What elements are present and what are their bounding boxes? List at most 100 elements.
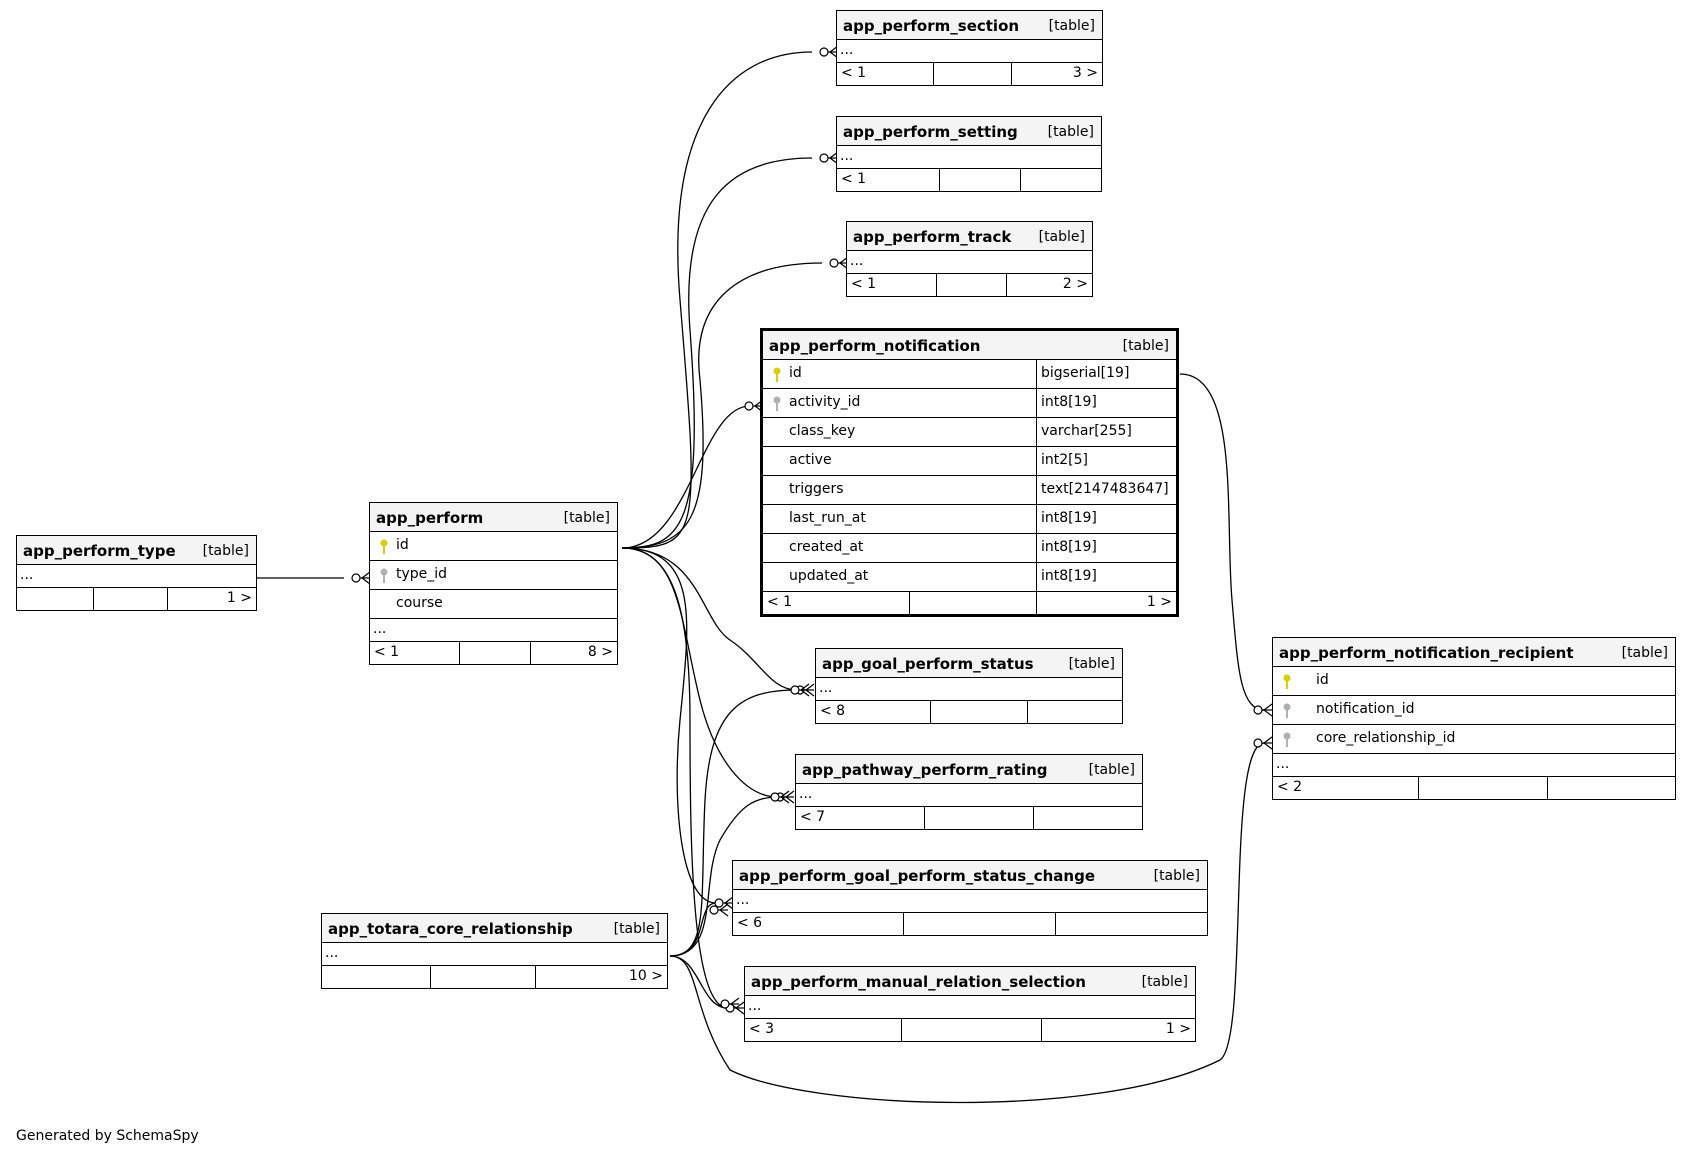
- parents-count[interactable]: < 1: [374, 644, 400, 660]
- table-footer: < 7: [796, 807, 1142, 829]
- table-app-perform-manual-relation-selection[interactable]: app_perform_manual_relation_selection [t…: [744, 966, 1196, 1042]
- table-header: app_perform_type [table]: [17, 536, 256, 565]
- columns-count: [1418, 777, 1547, 799]
- parents-count[interactable]: < 7: [800, 809, 826, 825]
- column-type: int2[5]: [1036, 447, 1176, 475]
- table-app-goal-perform-status[interactable]: app_goal_perform_status [table] ... < 8: [815, 648, 1123, 724]
- column-row-active[interactable]: active int2[5]: [763, 447, 1176, 476]
- columns-ellipsis: ...: [796, 784, 1142, 807]
- table-name: app_perform_notification_recipient: [1279, 644, 1574, 662]
- table-name: app_perform_goal_perform_status_change: [739, 867, 1096, 885]
- column-row-class-key[interactable]: class_key varchar[255]: [763, 418, 1176, 447]
- table-name: app_perform_setting: [843, 123, 1018, 141]
- column-row-updated-at[interactable]: updated_at int8[19]: [763, 563, 1176, 592]
- columns-count: [459, 642, 530, 664]
- table-footer: < 3 1 >: [745, 1019, 1195, 1041]
- children-count[interactable]: [1020, 169, 1101, 191]
- column-row-course[interactable]: course: [370, 590, 617, 619]
- children-count[interactable]: 3 >: [1011, 63, 1102, 85]
- column-name: last_run_at: [789, 510, 866, 526]
- children-count[interactable]: 1 >: [1041, 1019, 1195, 1041]
- parents-count[interactable]: < 6: [737, 915, 763, 931]
- table-name: app_perform: [376, 509, 484, 527]
- column-row-notification-id[interactable]: notification_id: [1273, 696, 1675, 725]
- column-row-last-run-at[interactable]: last_run_at int8[19]: [763, 505, 1176, 534]
- children-count[interactable]: 2 >: [1006, 274, 1092, 296]
- table-header: app_perform_manual_relation_selection [t…: [745, 967, 1195, 996]
- column-row-triggers[interactable]: triggers text[2147483647]: [763, 476, 1176, 505]
- columns-count: [93, 588, 167, 610]
- column-row-type-id[interactable]: type_id: [370, 561, 617, 590]
- table-kind: [table]: [1141, 974, 1188, 990]
- column-name: updated_at: [789, 568, 869, 584]
- table-footer: < 6: [733, 913, 1207, 935]
- column-row-id[interactable]: id bigserial[19]: [763, 360, 1176, 389]
- columns-count: [924, 807, 1033, 829]
- table-app-perform-section[interactable]: app_perform_section [table] ... < 1 3 >: [836, 10, 1103, 86]
- column-row-core-relationship-id[interactable]: core_relationship_id: [1273, 725, 1675, 754]
- column-name: type_id: [396, 566, 448, 582]
- column-row-activity-id[interactable]: activity_id int8[19]: [763, 389, 1176, 418]
- table-app-perform-notification[interactable]: app_perform_notification [table] id bigs…: [760, 328, 1179, 617]
- parents-count[interactable]: < 8: [820, 703, 846, 719]
- table-app-pathway-perform-rating[interactable]: app_pathway_perform_rating [table] ... <…: [795, 754, 1143, 830]
- children-count[interactable]: [1547, 777, 1675, 799]
- parents-count[interactable]: < 3: [749, 1021, 775, 1037]
- parents-count[interactable]: [17, 588, 93, 610]
- parents-count[interactable]: < 1: [851, 276, 877, 292]
- column-type: bigserial[19]: [1036, 360, 1176, 388]
- children-count[interactable]: 1 >: [1036, 592, 1176, 614]
- children-count[interactable]: 8 >: [530, 642, 617, 664]
- column-type: text[2147483647]: [1036, 476, 1176, 504]
- generated-by-footer: Generated by SchemaSpy: [16, 1128, 199, 1144]
- edge-perform-to-notification: [621, 405, 751, 549]
- table-kind: [table]: [1047, 124, 1094, 140]
- column-row-id[interactable]: id: [370, 532, 617, 561]
- table-header: app_perform [table]: [370, 503, 617, 532]
- columns-ellipsis: ...: [837, 146, 1101, 169]
- columns-ellipsis: ...: [816, 678, 1122, 701]
- column-row-created-at[interactable]: created_at int8[19]: [763, 534, 1176, 563]
- table-kind: [table]: [202, 543, 249, 559]
- foreign-key-icon: [1283, 703, 1291, 718]
- table-header: app_goal_perform_status [table]: [816, 649, 1122, 678]
- table-app-perform-type[interactable]: app_perform_type [table] ... 1 >: [16, 535, 257, 611]
- columns-ellipsis: ...: [745, 996, 1195, 1019]
- primary-key-icon: [1283, 674, 1291, 689]
- table-app-totara-core-relationship[interactable]: app_totara_core_relationship [table] ...…: [321, 913, 668, 989]
- table-app-perform-goal-perform-status-change[interactable]: app_perform_goal_perform_status_change […: [732, 860, 1208, 936]
- table-header: app_perform_notification_recipient [tabl…: [1273, 638, 1675, 667]
- table-app-perform-track[interactable]: app_perform_track [table] ... < 1 2 >: [846, 221, 1093, 297]
- edge-core-to-pathway-rating: [669, 796, 779, 957]
- table-header: app_perform_goal_perform_status_change […: [733, 861, 1207, 890]
- children-count[interactable]: [1055, 913, 1207, 935]
- table-footer: < 2: [1273, 777, 1675, 799]
- table-footer: < 8: [816, 701, 1122, 723]
- table-header: app_perform_setting [table]: [837, 117, 1101, 146]
- table-kind: [table]: [1088, 762, 1135, 778]
- parents-count[interactable]: < 2: [1277, 779, 1303, 795]
- table-header: app_perform_section [table]: [837, 11, 1102, 40]
- table-app-perform-notification-recipient[interactable]: app_perform_notification_recipient [tabl…: [1272, 637, 1676, 800]
- children-count[interactable]: 1 >: [167, 588, 256, 610]
- column-row-id[interactable]: id: [1273, 667, 1675, 696]
- children-count[interactable]: 10 >: [535, 966, 667, 988]
- children-count[interactable]: [1033, 807, 1142, 829]
- parents-count[interactable]: < 1: [767, 594, 793, 610]
- column-name: class_key: [789, 423, 856, 439]
- table-app-perform[interactable]: app_perform [table] id type_id course ..…: [369, 502, 618, 665]
- parents-count[interactable]: [322, 966, 430, 988]
- columns-ellipsis: ...: [17, 565, 256, 588]
- columns-count: [930, 701, 1027, 723]
- edge-notification-to-recipient: [1179, 373, 1266, 711]
- primary-key-icon: [773, 367, 781, 382]
- table-name: app_perform_type: [23, 542, 176, 560]
- parents-count[interactable]: < 1: [841, 171, 867, 187]
- table-name: app_pathway_perform_rating: [802, 761, 1048, 779]
- table-app-perform-setting[interactable]: app_perform_setting [table] ... < 1: [836, 116, 1102, 192]
- edge-core-to-recipient: [669, 742, 1266, 1104]
- table-header: app_totara_core_relationship [table]: [322, 914, 667, 943]
- children-count[interactable]: [1027, 701, 1122, 723]
- parents-count[interactable]: < 1: [841, 65, 867, 81]
